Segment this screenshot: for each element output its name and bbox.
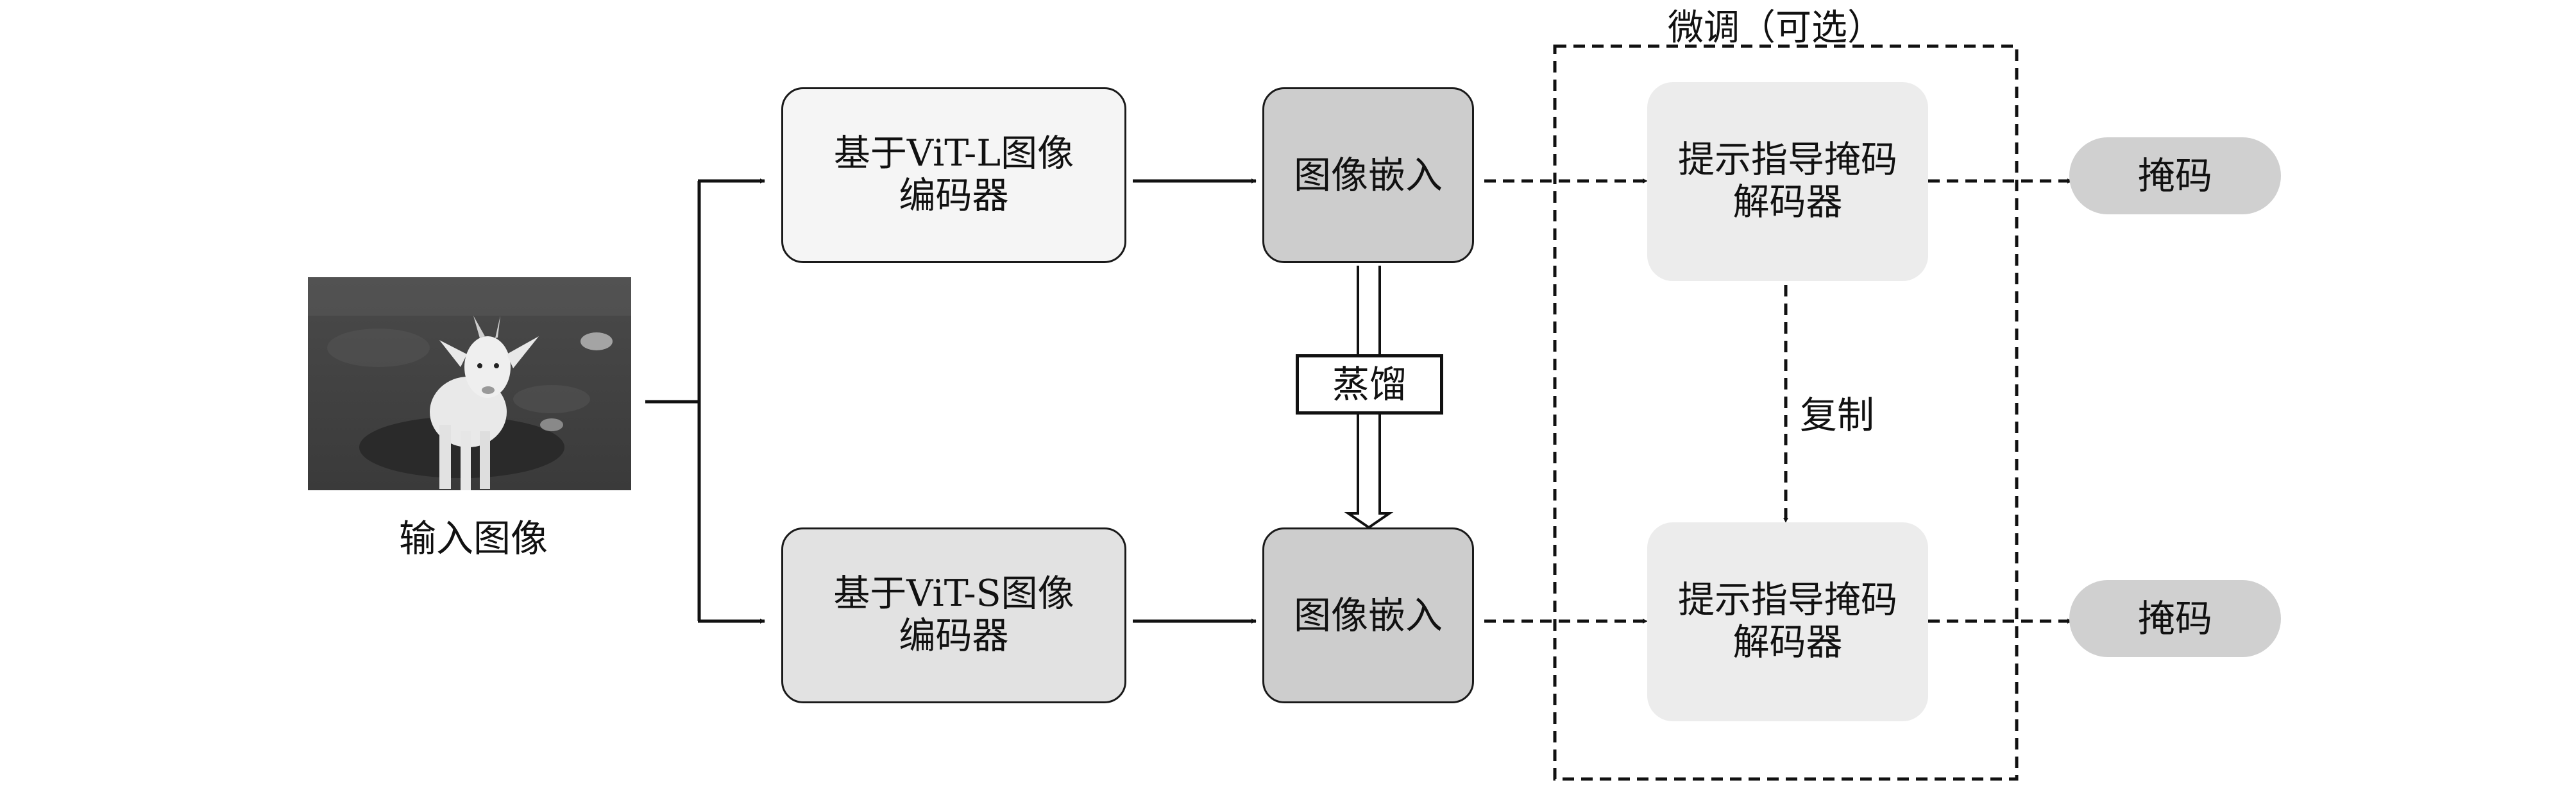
finetune-label: 微调（可选） <box>1668 7 1883 49</box>
bottom-decoder-line1: 提示指导掩码 <box>1678 579 1897 622</box>
distill-label: 蒸馏 <box>1332 362 1407 406</box>
top-mask-output: 掩码 <box>2069 137 2281 214</box>
bottom-prompt-mask-decoder-box: 提示指导掩码 解码器 <box>1647 522 1928 721</box>
top-mask-label: 掩码 <box>2137 153 2212 198</box>
vit-l-encoder-line2: 编码器 <box>899 175 1009 217</box>
vit-s-encoder-line1: 基于ViT-S图像 <box>833 572 1074 615</box>
distill-label-box: 蒸馏 <box>1296 354 1443 415</box>
vit-s-encoder-box: 基于ViT-S图像 编码器 <box>781 527 1126 703</box>
copy-label: 复制 <box>1800 393 1875 437</box>
bottom-decoder-line2: 解码器 <box>1733 621 1843 664</box>
finetune-frame <box>1553 44 2019 781</box>
vit-s-encoder-line2: 编码器 <box>899 615 1009 657</box>
bottom-mask-output: 掩码 <box>2069 580 2281 657</box>
vit-l-encoder-box: 基于ViT-L图像 编码器 <box>781 87 1126 263</box>
top-decoder-line1: 提示指导掩码 <box>1678 139 1897 182</box>
bottom-embedding-label: 图像嵌入 <box>1293 593 1443 637</box>
input-image-goat-photo <box>308 277 631 490</box>
input-image-label: 输入图像 <box>399 517 548 560</box>
bottom-mask-label: 掩码 <box>2137 596 2212 640</box>
top-image-embedding-box: 图像嵌入 <box>1262 87 1474 263</box>
top-prompt-mask-decoder-box: 提示指导掩码 解码器 <box>1647 82 1928 281</box>
top-embedding-label: 图像嵌入 <box>1293 153 1443 197</box>
vit-l-encoder-line1: 基于ViT-L图像 <box>833 132 1074 175</box>
bottom-image-embedding-box: 图像嵌入 <box>1262 527 1474 703</box>
top-decoder-line2: 解码器 <box>1733 181 1843 223</box>
